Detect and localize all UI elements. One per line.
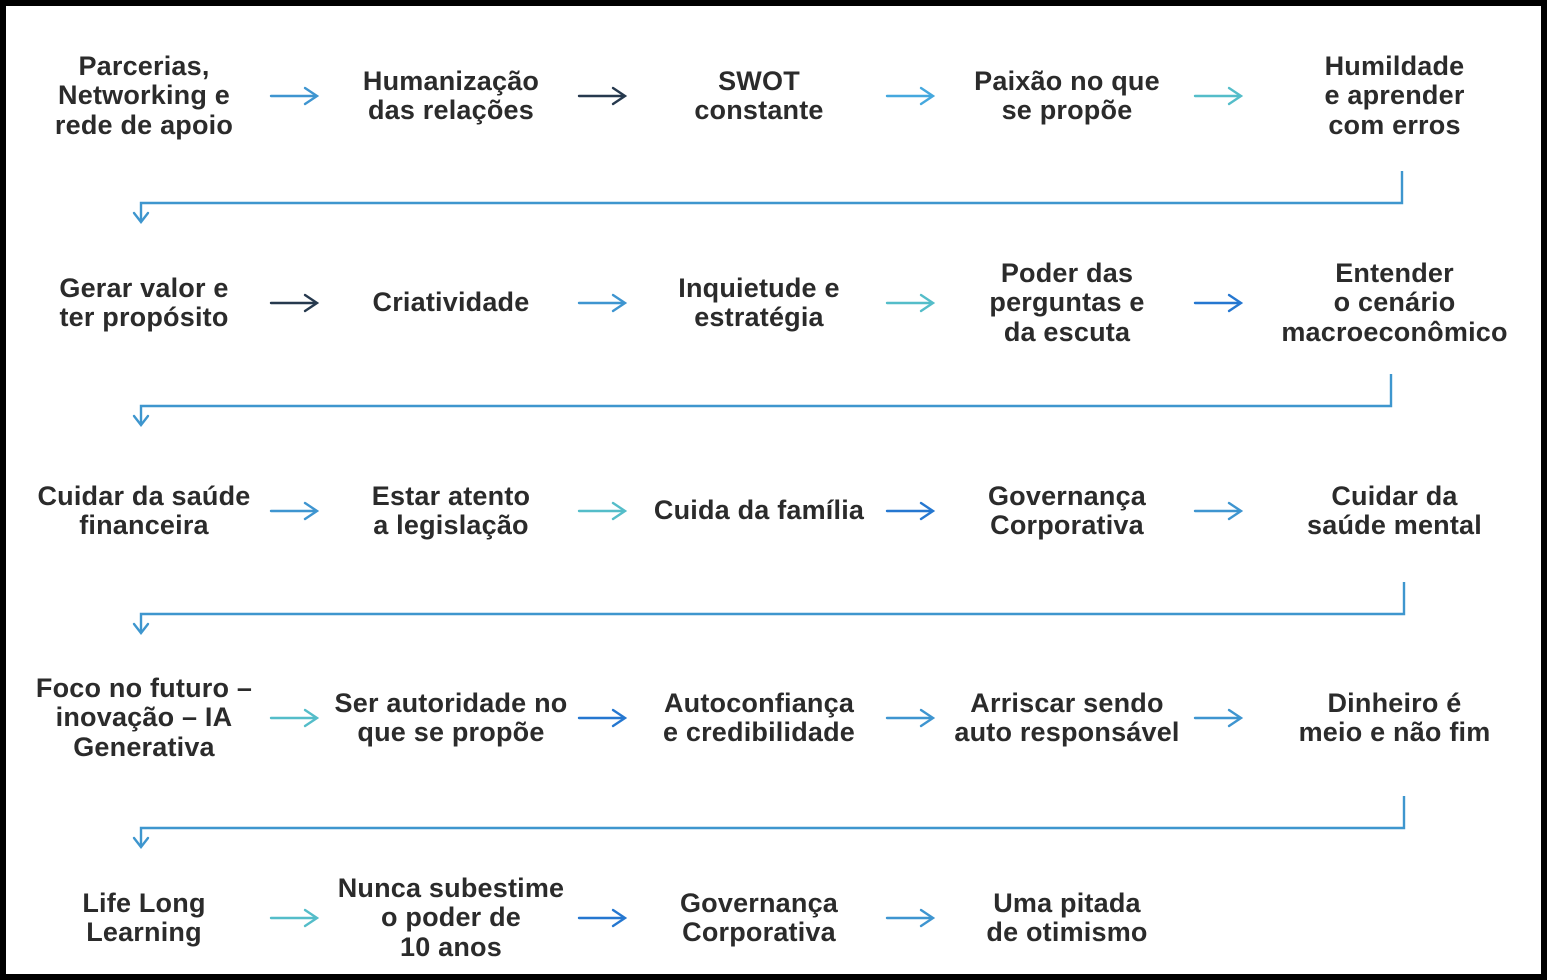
- flow-item: Entender o cenário macroeconômico: [1281, 258, 1508, 347]
- flow-item: Ser autoridade no que se propõe: [334, 687, 568, 747]
- flow-item: Estar atento a legislação: [371, 480, 531, 540]
- flow-item: Poder das perguntas e da escuta: [989, 258, 1145, 347]
- arrow-right-icon: [885, 705, 941, 731]
- flow-item: Humanização das relações: [362, 65, 540, 125]
- flow-item: Foco no futuro – inovação – IA Generativ…: [35, 673, 253, 762]
- arrow-right-icon: [269, 905, 325, 931]
- arrow-right-icon: [1193, 290, 1249, 316]
- arrow-right-icon: [885, 83, 941, 109]
- flow-item: Parcerias, Networking e rede de apoio: [54, 51, 234, 140]
- arrow-right-icon: [1193, 83, 1249, 109]
- flow-item: Nunca subestime o poder de 10 anos: [337, 873, 565, 962]
- flow-item: SWOT constante: [694, 65, 824, 125]
- row-wrap-connector: [6, 171, 1541, 231]
- arrow-right-icon: [577, 905, 633, 931]
- arrow-right-icon: [577, 705, 633, 731]
- arrow-right-icon: [885, 290, 941, 316]
- flow-item: Paixão no que se propõe: [974, 65, 1160, 125]
- row-wrap-connector: [6, 582, 1541, 642]
- row-wrap-connector: [6, 374, 1541, 434]
- arrow-right-icon: [269, 705, 325, 731]
- flow-item: Governança Corporativa: [679, 887, 839, 947]
- arrow-right-icon: [1193, 498, 1249, 524]
- arrow-right-icon: [577, 83, 633, 109]
- flow-item: Dinheiro é meio e não fim: [1298, 687, 1491, 747]
- flow-item: Uma pitada de otimismo: [986, 887, 1148, 947]
- flow-item: Gerar valor e ter propósito: [59, 272, 229, 332]
- arrow-right-icon: [577, 498, 633, 524]
- flow-row-4: Foco no futuro – inovação – IA Generativ…: [12, 643, 1541, 793]
- flow-item: Arriscar sendo auto responsável: [954, 687, 1180, 747]
- flow-row-2: Gerar valor e ter propósito Criatividade…: [12, 228, 1541, 378]
- arrow-right-icon: [269, 290, 325, 316]
- arrow-right-icon: [269, 498, 325, 524]
- arrow-right-icon: [269, 83, 325, 109]
- flow-row-5: Life Long Learning Nunca subestime o pod…: [12, 843, 1541, 974]
- flow-item: Inquietude e estratégia: [678, 272, 840, 332]
- flow-item: Cuidar da saúde mental: [1307, 480, 1482, 540]
- flow-item: Humildade e aprender com erros: [1324, 51, 1465, 140]
- flow-item: Autoconfiança e credibilidade: [662, 687, 856, 747]
- flow-item: Criatividade: [372, 287, 530, 318]
- arrow-right-icon: [577, 290, 633, 316]
- arrow-right-icon: [885, 905, 941, 931]
- arrow-right-icon: [885, 498, 941, 524]
- arrow-right-icon: [1193, 705, 1249, 731]
- flow-item: Cuida da família: [653, 495, 865, 526]
- flow-row-3: Cuidar da saúde financeira Estar atento …: [12, 436, 1541, 586]
- flow-item: Governança Corporativa: [987, 480, 1147, 540]
- flow-row-1: Parcerias, Networking e rede de apoio Hu…: [12, 21, 1541, 171]
- flow-item: Cuidar da saúde financeira: [37, 480, 251, 540]
- flow-item: Life Long Learning: [82, 887, 206, 947]
